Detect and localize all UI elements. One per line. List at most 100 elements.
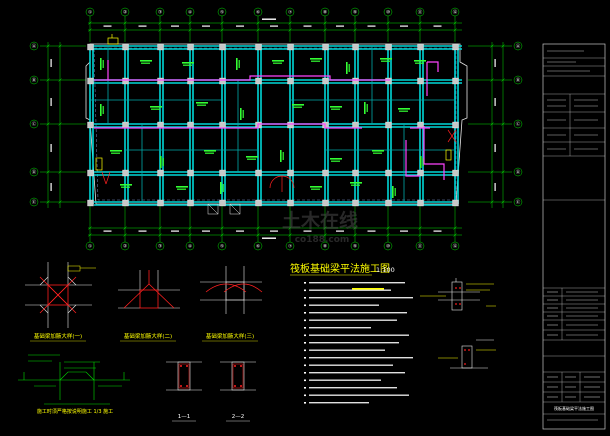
general-notes	[304, 282, 413, 404]
column	[352, 121, 359, 129]
axis-label: Ⓑ	[32, 77, 37, 84]
beam-label-mark	[348, 64, 350, 72]
watermark-main: 土木在线	[282, 209, 358, 232]
axis-label: ⑧	[323, 244, 327, 250]
beam-label-mark	[162, 158, 164, 166]
beam-label-mark	[351, 184, 360, 186]
column	[255, 43, 262, 51]
axis-bubble	[253, 7, 263, 17]
note-line	[309, 357, 413, 359]
dim-text-mark	[50, 144, 52, 152]
note-line	[309, 402, 369, 404]
beam-label-mark	[102, 106, 104, 114]
dim-text-mark	[494, 98, 496, 106]
beam-label-mark	[373, 152, 382, 154]
column	[287, 77, 294, 85]
axis-bubble	[415, 7, 425, 17]
dim-text-mark	[494, 144, 496, 152]
axis-label: ①	[88, 244, 92, 250]
axis-label: Ⓑ	[516, 77, 521, 84]
dim-text-mark	[400, 25, 408, 27]
axis-bubble	[185, 7, 195, 17]
column	[122, 199, 129, 207]
axis-bubble	[253, 241, 263, 251]
column	[87, 121, 94, 129]
note-line	[309, 372, 405, 374]
note-number	[304, 349, 306, 352]
yellow-marks	[95, 34, 452, 171]
note-number	[304, 334, 306, 337]
axis-bubble	[513, 119, 523, 129]
column	[385, 199, 392, 207]
note-line	[309, 304, 379, 306]
dim-text-mark	[494, 59, 496, 67]
section1-label: 1—1	[178, 414, 191, 420]
beam-label-mark	[282, 152, 284, 160]
axis-bubble	[29, 167, 39, 177]
axis-label: Ⓔ	[32, 199, 37, 206]
axis-bubble	[513, 41, 523, 51]
note-highlight	[352, 288, 384, 290]
axis-label: Ⓔ	[516, 199, 521, 206]
beam-label-mark	[311, 60, 320, 62]
beam-label-mark	[346, 62, 348, 74]
detail2-title: 基础梁加腋大样(二)	[124, 332, 172, 340]
beam-label-mark	[310, 186, 322, 188]
beam-label-mark	[121, 186, 130, 188]
column	[287, 121, 294, 129]
column	[187, 121, 194, 129]
section-1-1: 1—1	[166, 361, 202, 422]
column	[187, 169, 194, 177]
beam-label-mark	[246, 156, 258, 158]
dim-text-mark	[303, 25, 312, 27]
pile-cap-detail	[420, 278, 496, 369]
axis-bubble	[217, 241, 227, 251]
beam-label-mark	[150, 106, 162, 108]
dim-text-mark	[494, 183, 496, 191]
axis-bubble	[450, 7, 460, 17]
beam-label-mark	[160, 156, 162, 168]
axis-label: ②	[123, 244, 127, 250]
watermark-sub: co188.com	[295, 235, 350, 245]
column	[452, 43, 459, 51]
beam-label-mark	[415, 62, 424, 64]
axis-label: ⑨	[353, 244, 357, 250]
axis-bubble	[383, 7, 393, 17]
beam-label-mark	[330, 106, 342, 108]
dimension-texts	[50, 18, 496, 239]
axis-label: ⑪	[418, 243, 423, 250]
beam-label-mark	[183, 64, 192, 66]
dim-text-mark	[171, 25, 179, 27]
axis-label: ⑩	[386, 244, 390, 250]
beam-label-mark	[110, 150, 122, 152]
beam-label-mark	[100, 104, 102, 116]
beam-label-mark	[331, 108, 340, 110]
column	[452, 199, 459, 207]
axis-label: Ⓒ	[32, 121, 37, 128]
note-number	[304, 364, 306, 367]
note-number	[304, 372, 306, 374]
axis-bubble	[29, 119, 39, 129]
pit-symbols	[207, 203, 241, 215]
axis-label: Ⓐ	[32, 43, 37, 50]
note-number	[304, 327, 306, 329]
beam-label-mark	[350, 182, 362, 184]
axis-label: Ⓓ	[516, 169, 521, 176]
column	[352, 77, 359, 85]
dim-text-mark	[50, 183, 52, 191]
dim-text-mark	[400, 230, 408, 232]
column	[219, 199, 226, 207]
dimension-ticks	[40, 16, 512, 242]
dim-text-mark	[138, 25, 147, 27]
dim-text-mark	[336, 25, 344, 27]
beam-label-mark	[414, 60, 426, 62]
beam-label-mark	[420, 156, 422, 168]
detail3-title: 基础梁加腋大样(三)	[206, 332, 254, 340]
beam-label-mark	[311, 188, 320, 190]
detail-haunch-2: 基础梁加腋大样(二)	[118, 270, 180, 342]
beam-label-mark	[292, 104, 304, 106]
column	[287, 199, 294, 207]
columns	[87, 43, 459, 207]
note-line	[309, 327, 371, 329]
column	[452, 77, 459, 85]
